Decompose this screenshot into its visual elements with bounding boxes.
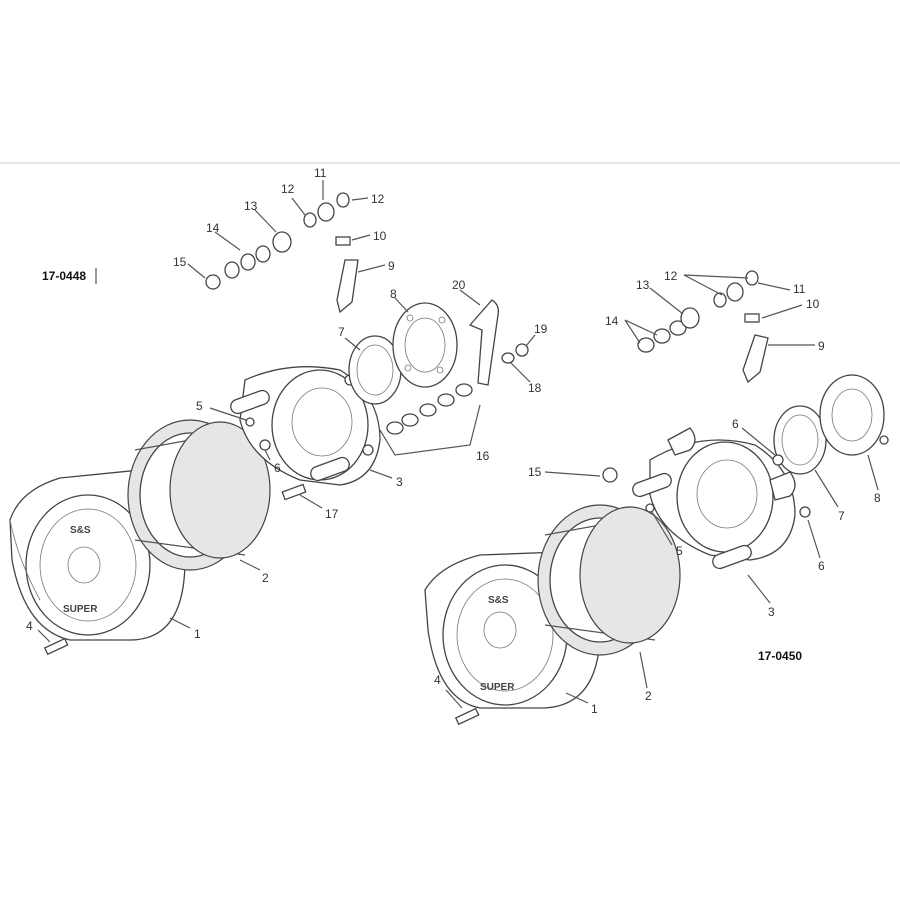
right-cover-logo-top: S&S <box>488 595 509 606</box>
callout-right-7: 7 <box>838 509 845 523</box>
callout-left-6: 6 <box>274 461 281 475</box>
left-filter <box>127 419 271 571</box>
callout-right-6b: 6 <box>818 559 825 573</box>
right-backplate <box>632 427 796 570</box>
left-bracket <box>468 299 500 386</box>
callout-right-15: 15 <box>528 465 542 479</box>
left-callouts: 1 2 3 4 5 6 7 8 9 10 11 12 12 13 14 15 1… <box>26 166 548 641</box>
callout-right-12: 12 <box>664 269 678 283</box>
right-filter <box>537 504 681 656</box>
callout-right-13: 13 <box>636 278 650 292</box>
assembly-id-right: 17-0450 <box>758 649 802 663</box>
callout-left-20: 20 <box>452 278 466 292</box>
callout-left-4: 4 <box>26 619 33 633</box>
callout-left-18: 18 <box>528 381 542 395</box>
callout-right-2: 2 <box>645 689 652 703</box>
callout-left-12a: 12 <box>281 182 295 196</box>
assembly-left: S&S SUPER <box>9 166 548 656</box>
left-hardware <box>43 192 529 656</box>
callout-left-5: 5 <box>196 399 203 413</box>
callout-right-8: 8 <box>874 491 881 505</box>
left-backplate <box>230 366 381 486</box>
right-hardware <box>454 270 811 726</box>
callout-right-9: 9 <box>818 339 825 353</box>
callout-right-11: 11 <box>793 282 806 296</box>
callout-left-10: 10 <box>373 229 387 243</box>
left-cover-logo-bottom: SUPER <box>63 604 98 615</box>
left-adapter-plate <box>392 302 458 388</box>
callout-left-13: 13 <box>244 199 258 213</box>
assembly-id-left: 17-0448 <box>42 269 86 283</box>
assembly-right: S&S SUPER <box>424 269 889 726</box>
right-callouts: 1 2 3 4 5 6 6 7 8 9 10 11 12 13 14 15 <box>434 269 881 716</box>
callout-right-3: 3 <box>768 605 775 619</box>
callout-left-17: 17 <box>325 507 339 521</box>
callout-left-12b: 12 <box>371 192 385 206</box>
right-leader-lines <box>445 274 879 709</box>
left-leader-lines <box>37 180 536 643</box>
callout-left-8: 8 <box>390 287 397 301</box>
callout-left-3: 3 <box>396 475 403 489</box>
callout-left-14: 14 <box>206 221 220 235</box>
callout-left-15: 15 <box>173 255 187 269</box>
callout-right-14: 14 <box>605 314 619 328</box>
right-cover-logo-bottom: SUPER <box>480 682 515 693</box>
callout-right-5: 5 <box>676 544 683 558</box>
callout-right-10: 10 <box>806 297 820 311</box>
left-cover-logo-top: S&S <box>70 525 91 536</box>
callout-left-2: 2 <box>262 571 269 585</box>
callout-left-11: 11 <box>314 166 327 180</box>
callout-left-9: 9 <box>388 259 395 273</box>
callout-left-19: 19 <box>534 322 548 336</box>
callout-left-1: 1 <box>194 627 201 641</box>
callout-right-1: 1 <box>591 702 598 716</box>
left-washers <box>386 383 473 435</box>
callout-left-7: 7 <box>338 325 345 339</box>
callout-left-16: 16 <box>476 449 490 463</box>
right-adapter-plate <box>819 374 889 456</box>
right-gasket <box>773 405 827 475</box>
callout-right-4: 4 <box>434 673 441 687</box>
callout-right-6a: 6 <box>732 417 739 431</box>
